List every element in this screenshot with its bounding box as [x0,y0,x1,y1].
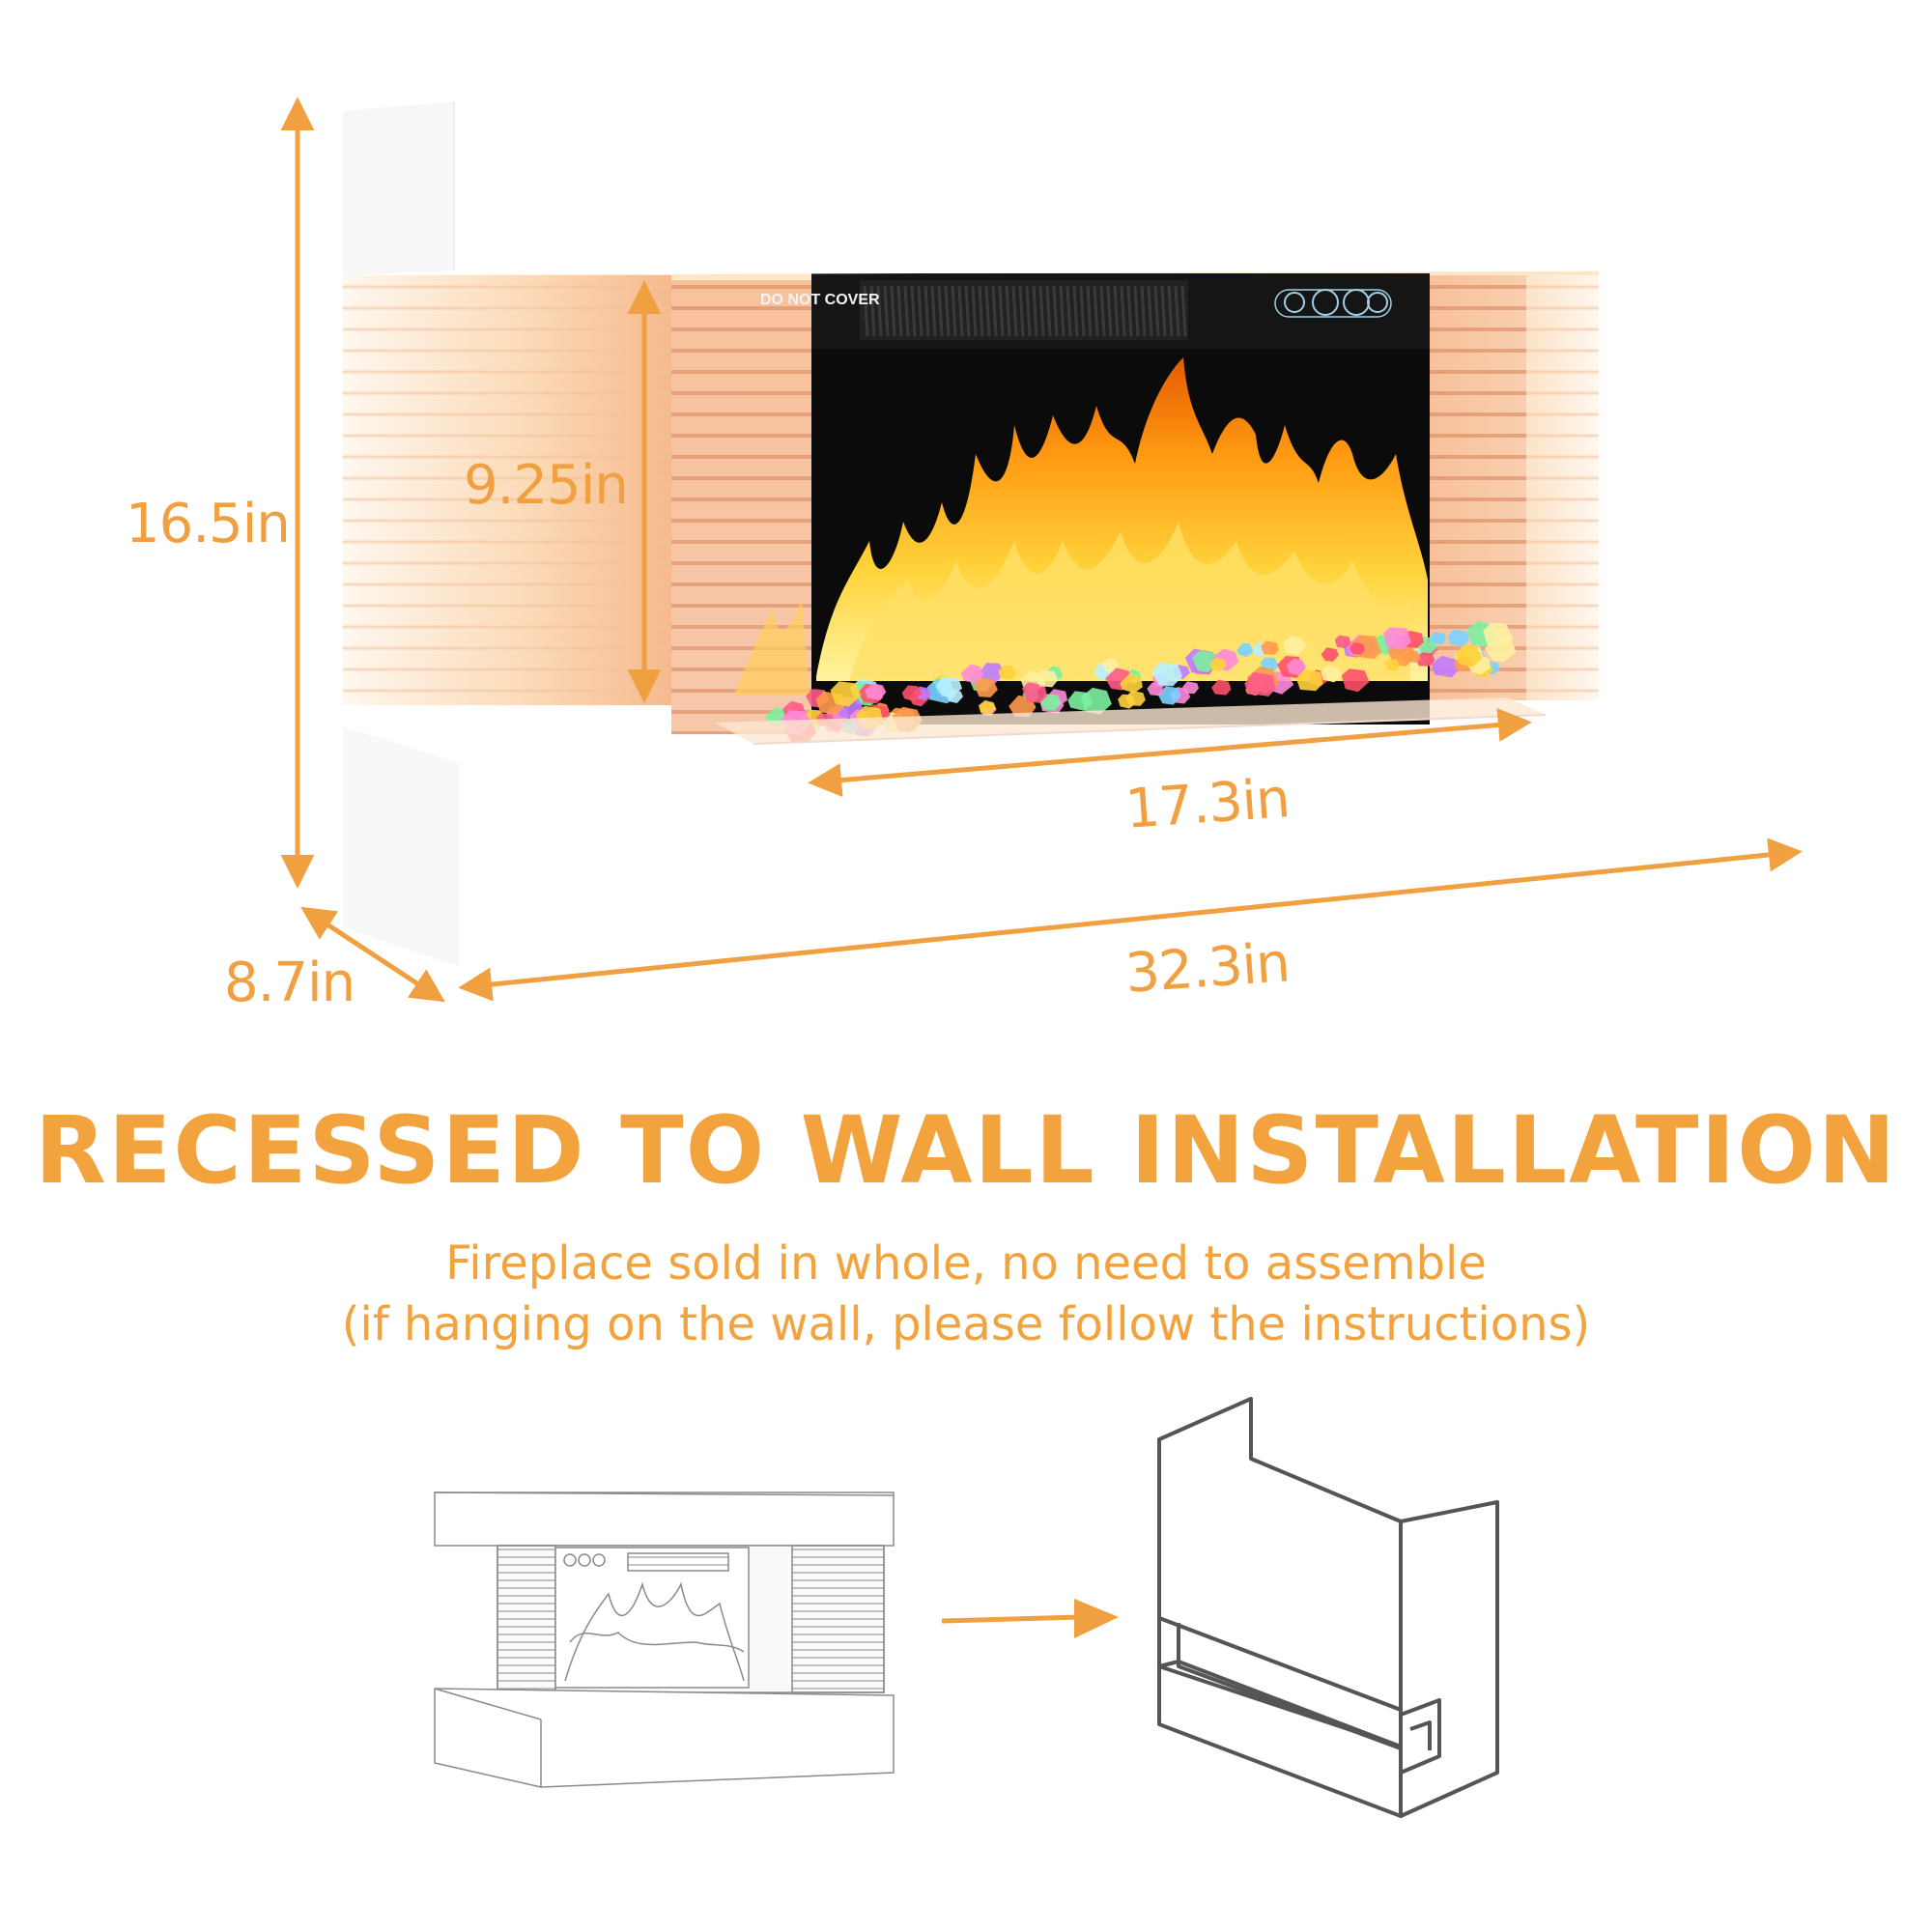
fireplace-product [343,101,1797,966]
width-total-label: 32.3in [1122,931,1292,1006]
subtitle-line-2: (if hanging on the wall, please follow t… [341,1297,1591,1351]
width-opening-arrow [808,708,1532,797]
depth-label: 8.7in [224,952,355,1014]
width-opening-label: 17.3in [1122,767,1292,841]
height-total-label: 16.5in [126,493,291,555]
wall-recess-diagram [1157,1397,1499,1818]
dimension-arrows [280,97,1803,1003]
subtitle-line-1: Fireplace sold in whole, no need to asse… [445,1236,1487,1291]
height-opening-label: 9.25in [464,454,629,517]
headline: RECESSED TO WALL INSTALLATION [34,1096,1898,1205]
width-total-arrow [458,838,1803,1002]
fireplace-sketch [434,1492,895,1788]
install-arrow [941,1599,1119,1638]
top-mantel [343,101,1792,275]
mode-button-icon[interactable] [1284,292,1305,313]
flame-effect [734,357,1428,696]
heat-button-icon[interactable] [1367,292,1388,313]
control-buttons[interactable] [1274,289,1392,318]
depth-arrow [300,906,445,1003]
do-not-cover-warning: DO NOT COVER [760,292,880,308]
